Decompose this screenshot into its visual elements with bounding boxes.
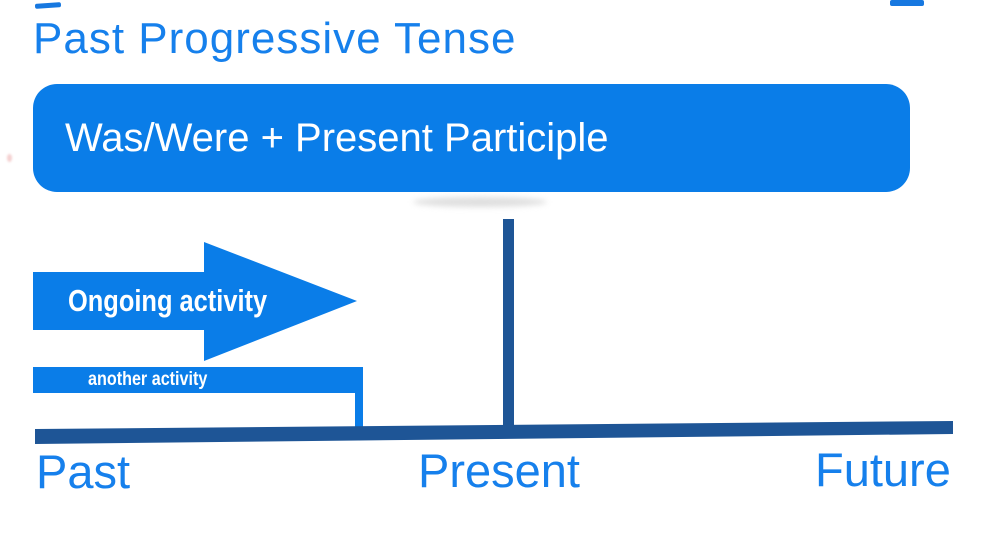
formula-text: Was/Were + Present Participle	[65, 116, 609, 160]
scan-artifact-pink-dot	[7, 154, 12, 162]
timeline-axis	[35, 421, 953, 444]
page-title: Past Progressive Tense	[33, 14, 517, 63]
ongoing-activity-label: Ongoing activity	[68, 283, 268, 318]
scan-artifact-dash-right	[890, 0, 924, 6]
timeline-label-past: Past	[36, 445, 131, 498]
ongoing-activity-arrow	[33, 242, 357, 361]
timeline-label-future: Future	[815, 443, 951, 496]
another-activity-connector	[355, 391, 363, 429]
present-marker-line	[503, 219, 514, 434]
formula-banner: Was/Were + Present Participle	[33, 84, 910, 192]
another-activity-bar	[33, 367, 363, 393]
another-activity-label: another activity	[88, 369, 208, 390]
timeline-label-present: Present	[418, 444, 580, 497]
scan-artifact-smudge	[413, 197, 547, 207]
